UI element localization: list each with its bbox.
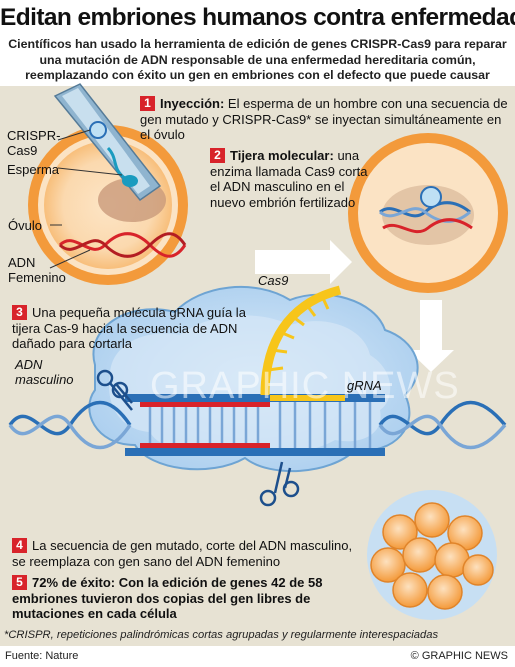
step-2-heading: Tijera molecular: [230,148,334,163]
page-title: Editan embriones humanos contra enfermed… [0,4,515,31]
step-1-text: El esperma de un hombre con una secuenci… [140,96,508,142]
flow-arrows [255,240,454,372]
cas9-grna-molecule [260,285,345,401]
step-4-text: La secuencia de gen mutado, corte del AD… [12,538,353,569]
scissors-icon [96,369,133,411]
step-1-number: 1 [140,96,155,111]
egg-left [28,83,188,285]
step-4-number: 4 [12,538,27,553]
label-grna: gRNA [347,378,382,393]
injection-needle [53,83,162,202]
leader-lines [49,129,123,269]
step-3-number: 3 [12,305,27,320]
footnote: *CRISPR, repeticiones palindrómicas cort… [4,629,439,641]
step-1-heading: Inyección: [160,96,225,111]
label-adn-masculino: ADN masculino [15,357,74,387]
page-subtitle: Científicos han usado la herramienta de … [8,37,507,98]
credit: © GRAPHIC NEWS [410,650,508,662]
step-1: 1 Inyección: El esperma de un hombre con … [140,96,510,143]
step-3-text: Una pequeña molécula gRNA guía la tijera… [12,305,246,351]
label-crispr: CRISPR- Cas9 [7,128,61,158]
dna-male-helix [8,400,507,450]
source: Fuente: Nature [5,650,79,662]
step-2: 2 Tijera molecular: una enzima llamada Ca… [210,148,370,210]
label-ovulo: Óvulo [8,218,42,233]
label-adn-femenino: ADN Femenino [8,255,66,285]
step-2-number: 2 [210,148,225,163]
label-cas9: Cas9 [258,273,289,288]
dna-female-left [58,232,187,258]
embryo-cluster [367,490,497,620]
step-5-number: 5 [12,575,27,590]
step-2-text: una enzima llamada Cas9 corta el ADN mas… [210,148,368,210]
cell-blob [88,285,419,473]
egg-right [348,133,508,293]
scissors-icon-2 [259,461,300,507]
dna-ladder [125,394,385,456]
label-esperma: Esperma [7,162,60,177]
step-5-text: 72% de éxito: Con la edición de genes 42… [12,575,323,621]
